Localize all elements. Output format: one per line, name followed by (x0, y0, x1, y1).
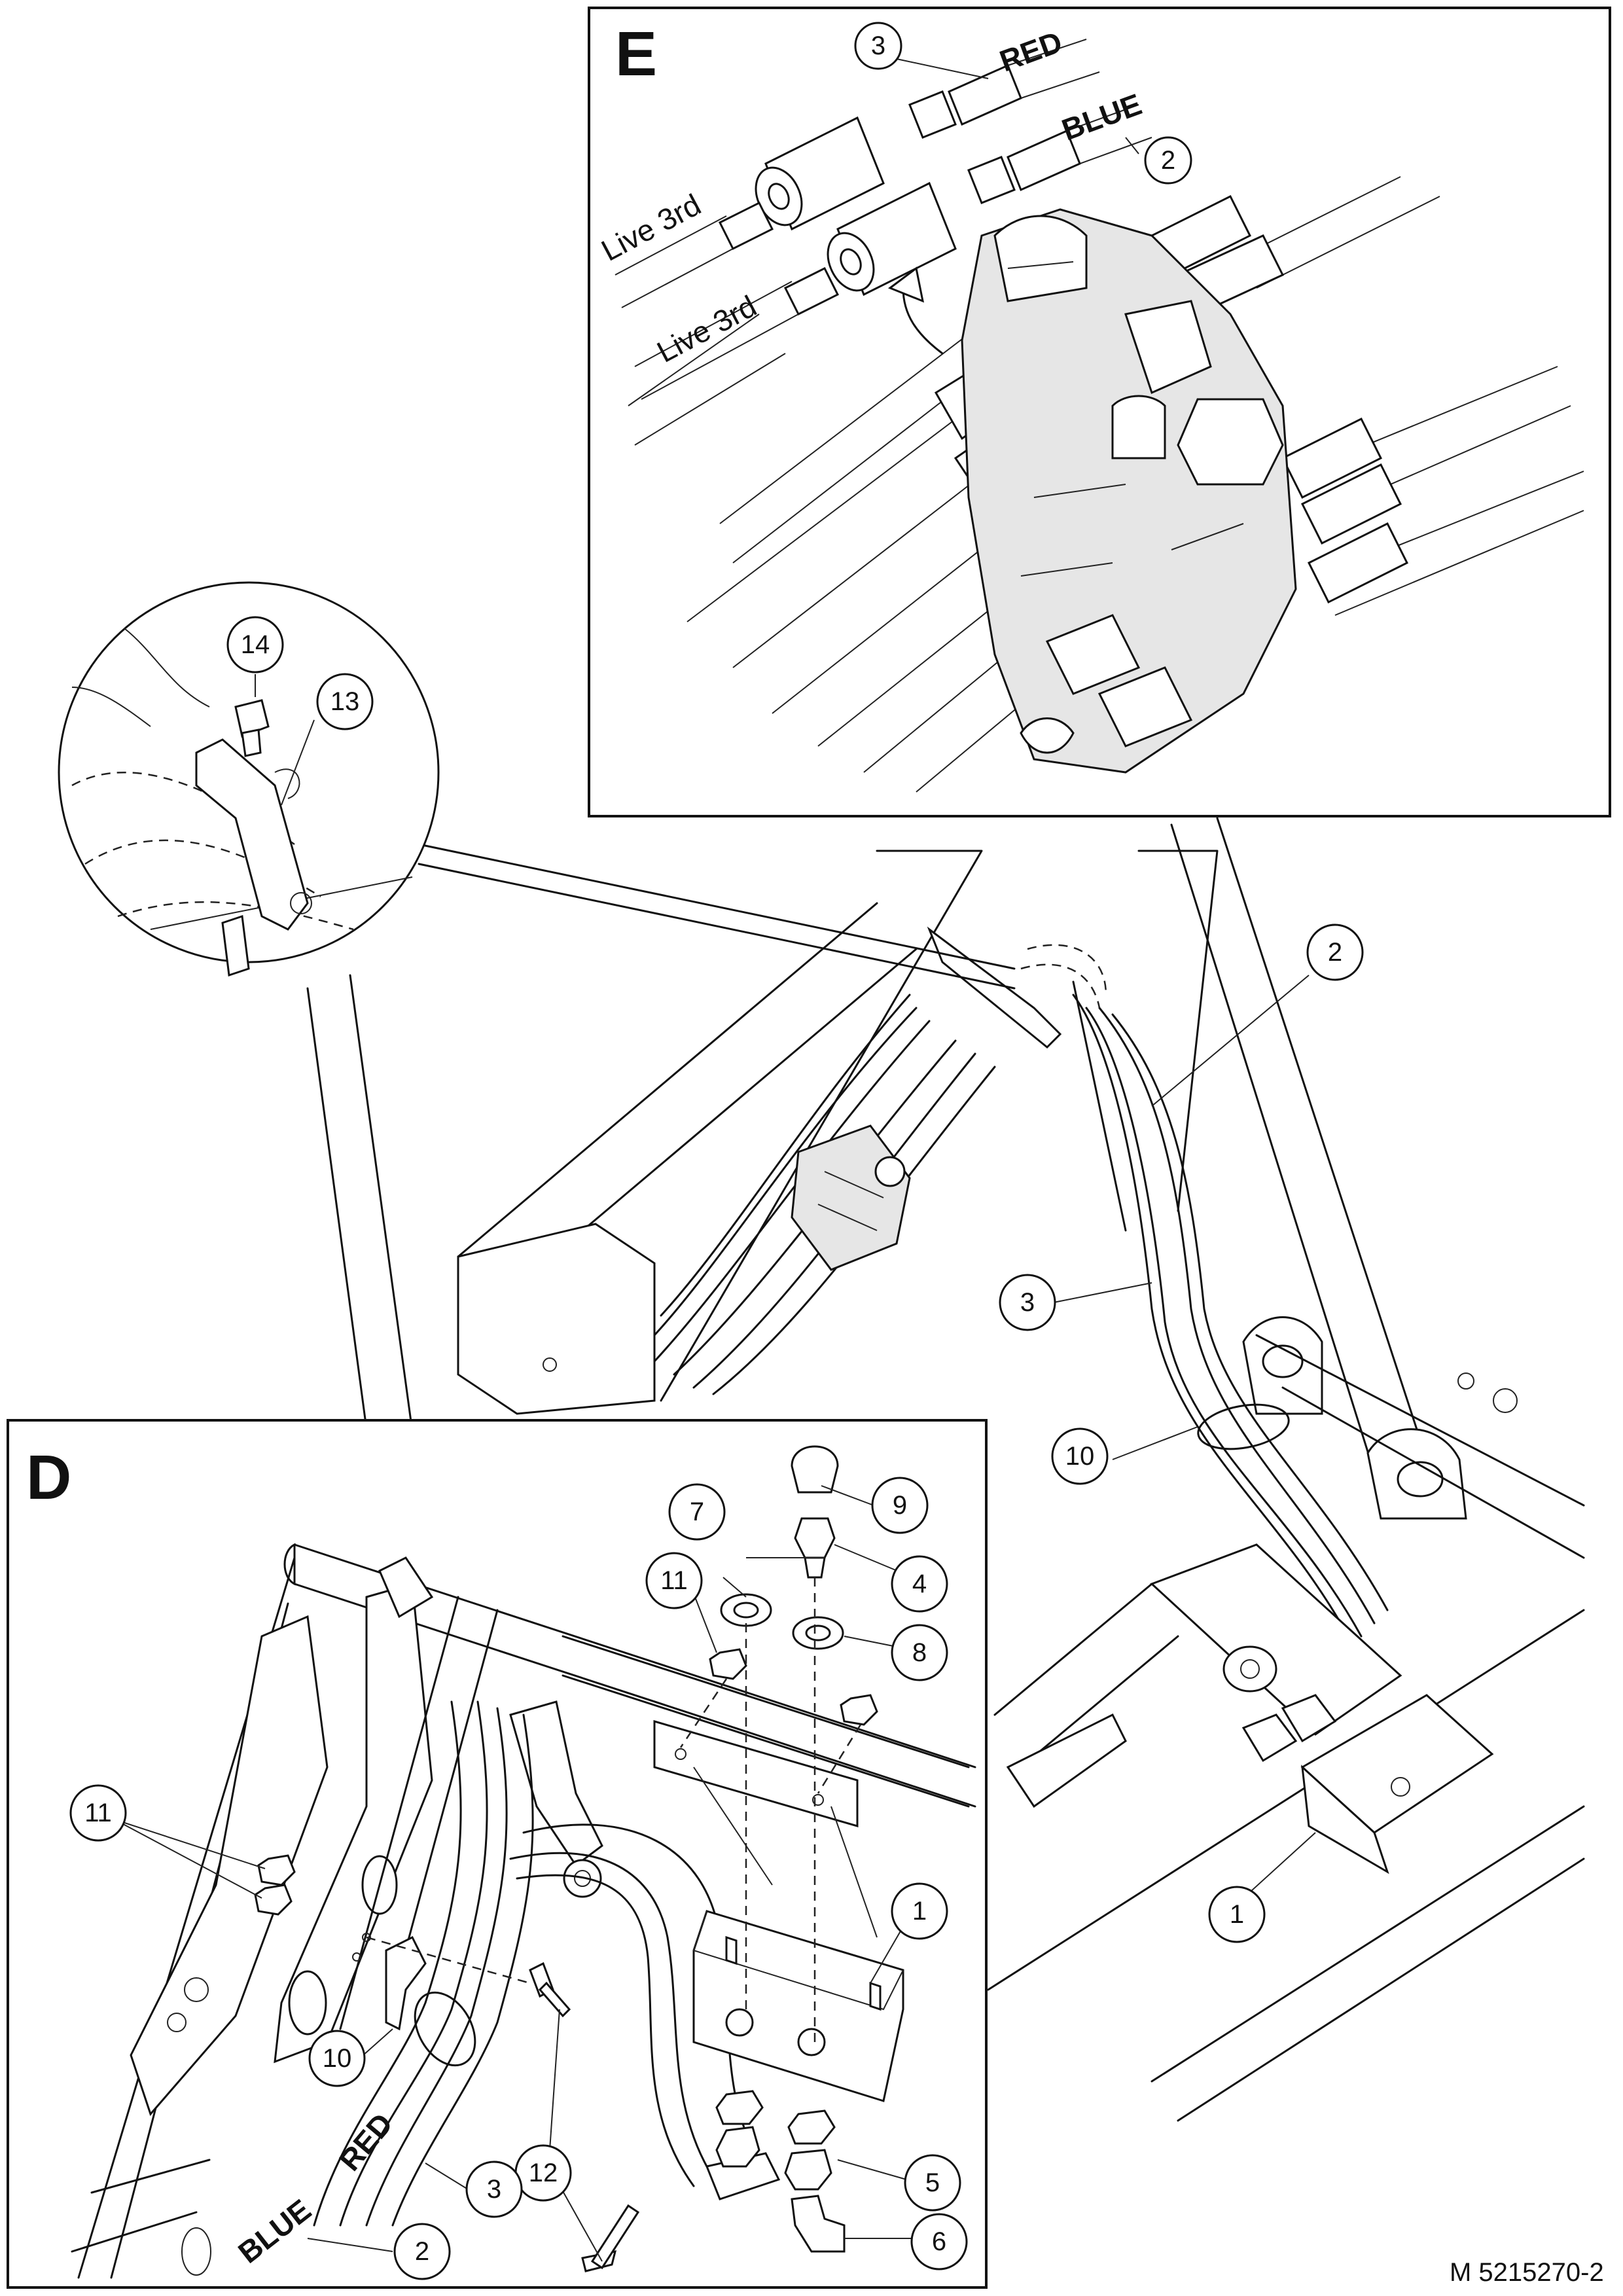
callout-e-3: 3 (854, 22, 902, 70)
callout-main-10: 10 (1051, 1427, 1109, 1485)
callout-detail-14: 14 (226, 616, 284, 673)
callout-main-3: 3 (999, 1274, 1056, 1331)
svg-text:10: 10 (323, 2044, 352, 2073)
svg-text:3: 3 (871, 31, 885, 60)
svg-text:12: 12 (529, 2159, 558, 2187)
callout-d-1: 1 (891, 1882, 948, 1940)
callout-d-2: 2 (393, 2223, 451, 2280)
callout-d-11-left: 11 (69, 1784, 127, 1842)
svg-text:2: 2 (1328, 938, 1342, 967)
main-hose-bundle (653, 994, 996, 1395)
view-e-frame: E (588, 7, 1611, 817)
view-e-letter: E (615, 19, 657, 89)
detail-pointer-arrow (338, 810, 1016, 990)
view-e-couplers (615, 39, 1152, 400)
svg-text:2: 2 (1161, 146, 1175, 175)
callout-d-3: 3 (465, 2161, 523, 2218)
svg-text:14: 14 (241, 630, 270, 659)
svg-text:3: 3 (487, 2175, 501, 2204)
svg-text:13: 13 (330, 687, 360, 716)
svg-text:11: 11 (660, 1566, 688, 1595)
document-number: M 5215270-2 (1450, 2258, 1604, 2287)
callout-d-9: 9 (871, 1477, 929, 1534)
callout-d-6: 6 (910, 2213, 968, 2270)
callout-detail-13: 13 (316, 673, 374, 730)
svg-text:9: 9 (893, 1491, 907, 1520)
main-view (306, 817, 1585, 2214)
svg-text:1: 1 (1230, 1900, 1244, 1929)
svg-text:1: 1 (912, 1897, 927, 1926)
svg-text:5: 5 (925, 2168, 940, 2197)
view-d-frame: D (7, 1419, 988, 2289)
svg-text:6: 6 (932, 2227, 946, 2256)
callout-d-7: 7 (668, 1483, 726, 1541)
view-d-fittings (254, 1445, 878, 2272)
callout-main-2: 2 (1306, 924, 1364, 981)
svg-text:2: 2 (415, 2237, 429, 2266)
callout-d-11-top: 11 (645, 1552, 703, 1609)
svg-text:4: 4 (912, 1570, 927, 1598)
callouts: 3 2 14 13 2 3 10 1 (69, 22, 1364, 2280)
callout-d-4: 4 (891, 1555, 948, 1613)
callout-d-8: 8 (891, 1624, 948, 1681)
callout-main-1: 1 (1208, 1886, 1266, 1943)
svg-text:3: 3 (1020, 1288, 1035, 1317)
svg-text:11: 11 (84, 1799, 112, 1827)
view-e-manifold (961, 208, 1297, 774)
callout-d-5: 5 (904, 2154, 961, 2212)
callout-d-10: 10 (308, 2030, 366, 2087)
svg-text:10: 10 (1065, 1442, 1095, 1471)
view-d-letter: D (26, 1443, 71, 1513)
callout-e-2: 2 (1144, 136, 1192, 185)
svg-text:8: 8 (912, 1638, 927, 1667)
svg-text:7: 7 (690, 1498, 704, 1526)
callout-d-12: 12 (514, 2144, 572, 2202)
